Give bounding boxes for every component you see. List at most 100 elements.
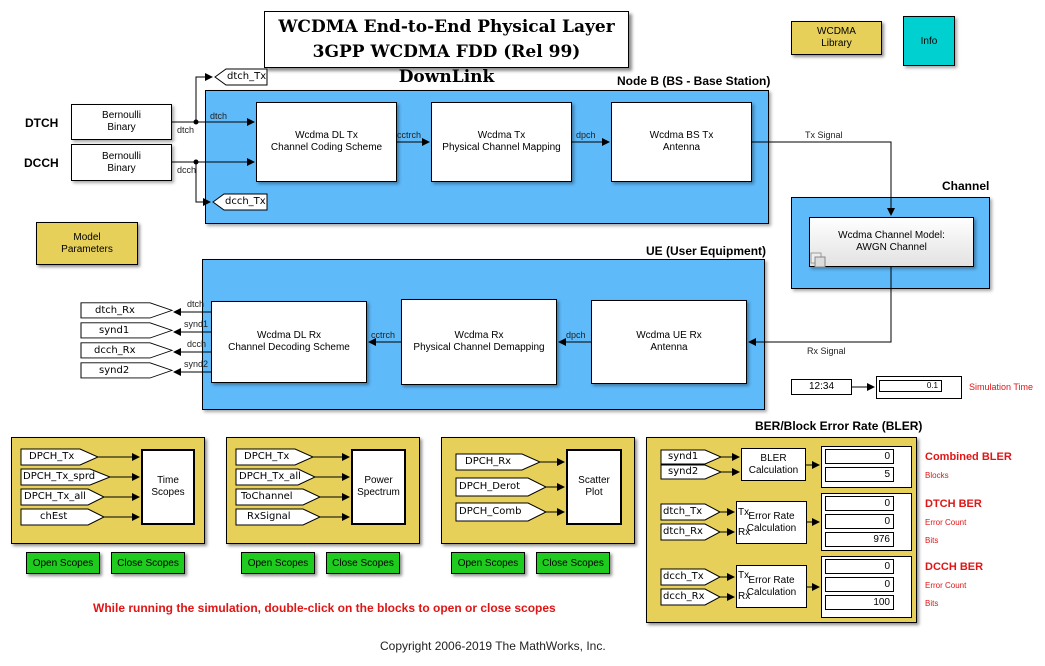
from-tag-label[interactable]: dcch_Rx	[663, 591, 705, 602]
bernoulli-binary-dtch[interactable]: Bernoulli Binary	[71, 104, 172, 140]
bernoulli-binary-dcch[interactable]: Bernoulli Binary	[71, 144, 172, 181]
rx-signal-label: Rx Signal	[807, 346, 846, 356]
ber-header: BER/Block Error Rate (BLER)	[755, 419, 923, 433]
dtch-ber-title: DTCH BER	[925, 498, 982, 510]
from-tag-label[interactable]: dtch_Tx	[663, 506, 703, 517]
bler-calculation-block[interactable]: BLER Calculation	[741, 448, 806, 481]
tx-signal-label: Tx Signal	[805, 130, 843, 140]
branch-point-dtch	[193, 119, 199, 125]
dcch-tx-goto-tag[interactable]	[212, 193, 268, 211]
dtch-ber-sublabel-error-count: Error Count	[925, 518, 967, 527]
combined-bler-title: Combined BLER	[925, 451, 1012, 463]
time-scopes-close-button[interactable]: Close Scopes	[111, 552, 185, 574]
ue-goto-tags	[80, 302, 174, 379]
from-tag-label[interactable]: dcch_Tx	[663, 571, 704, 582]
tx-physical-channel-mapping-block[interactable]: Wcdma Tx Physical Channel Mapping	[431, 102, 572, 182]
time-scopes-block[interactable]: Time Scopes	[141, 449, 195, 525]
node-b-dtch-port-label: dtch	[210, 111, 228, 121]
from-tag-label[interactable]: DPCH_Derot	[459, 481, 521, 492]
dpch-tx-label: dpch	[576, 130, 596, 140]
dtch-ber-value-2: 976	[825, 532, 894, 547]
ue-header: UE (User Equipment)	[646, 244, 767, 258]
from-tag-label[interactable]: DPCH_Tx_sprd	[23, 471, 96, 482]
branch-point-dcch	[193, 159, 199, 165]
dtch-ber-sublabel-bits: Bits	[925, 536, 939, 545]
dcch-error-rate-block[interactable]: Error Rate Calculation	[736, 565, 807, 608]
dtch-label: DTCH	[25, 116, 59, 130]
ue-out-synd2-label: synd2	[184, 359, 209, 369]
power-spectrum-block[interactable]: Power Spectrum	[351, 449, 406, 525]
from-tag-label[interactable]: DPCH_Tx_all	[24, 491, 86, 502]
from-tag-label[interactable]: synd2	[668, 466, 699, 477]
from-tag-label[interactable]: dtch_Rx	[663, 526, 703, 537]
synd2-goto-tag	[80, 362, 174, 379]
scatter-plot-open-button[interactable]: Open Scopes	[451, 552, 525, 574]
dcch-ber-sublabel-error-count: Error Count	[925, 581, 967, 590]
model-parameters-block[interactable]: Model Parameters	[36, 222, 138, 265]
title-line-1: WCDMA End-to-End Physical Layer	[278, 17, 615, 37]
dcch-ber-value-2: 100	[825, 595, 894, 610]
bs-tx-antenna-block[interactable]: Wcdma BS Tx Antenna	[611, 102, 752, 182]
synd1-goto-label[interactable]: synd1	[99, 325, 130, 336]
channel-header: Channel	[942, 179, 990, 193]
from-tag-label[interactable]: ToChannel	[241, 491, 293, 502]
dtch-tx-goto-tag[interactable]	[214, 68, 268, 86]
dl-tx-channel-coding-block[interactable]: Wcdma DL Tx Channel Coding Scheme	[256, 102, 397, 182]
wcdma-library-block[interactable]: WCDMA Library	[791, 21, 882, 55]
time-scopes-open-button[interactable]: Open Scopes	[26, 552, 100, 574]
dcch-ber-value-1: 0	[825, 577, 894, 592]
clock-block[interactable]: 12:34	[791, 379, 852, 395]
dl-rx-channel-decoding-block[interactable]: Wcdma DL Rx Channel Decoding Scheme	[211, 301, 367, 383]
reference-block-icon	[810, 252, 826, 268]
scatter-plot-block[interactable]: Scatter Plot	[566, 449, 622, 525]
dcch-ber-title: DCCH BER	[925, 561, 984, 573]
node-b-header: Node B (BS - Base Station)	[617, 74, 771, 88]
synd2-goto-label[interactable]: synd2	[99, 365, 130, 376]
dcch-rx-goto-label[interactable]: dcch_Rx	[94, 345, 136, 356]
dtch-rx-goto-tag	[80, 302, 174, 319]
dtch-tx-goto-label: dtch_Tx	[227, 71, 267, 82]
from-tag-label[interactable]: DPCH_Comb	[459, 506, 522, 517]
dtch-ber-value-0: 0	[825, 496, 894, 511]
cctrch-rx-label: cctrch	[371, 330, 396, 340]
from-tag-label[interactable]: DPCH_Tx	[244, 451, 290, 462]
info-block[interactable]: Info	[903, 16, 955, 66]
dcch-rx-port-label: Rx	[738, 591, 751, 602]
dcch-rx-goto-tag	[80, 342, 174, 359]
copyright-text: Copyright 2006-2019 The MathWorks, Inc.	[380, 639, 606, 653]
dtch-error-rate-block[interactable]: Error Rate Calculation	[736, 501, 807, 544]
awgn-channel-block[interactable]: Wcdma Channel Model: AWGN Channel	[809, 217, 974, 267]
synd1-goto-tag	[80, 322, 174, 339]
dcch-tx-goto-label: dcch_Tx	[225, 196, 266, 207]
from-tag-label[interactable]: DPCH_Tx_all	[239, 471, 301, 482]
scatter-plot-close-button[interactable]: Close Scopes	[536, 552, 610, 574]
dcch-label: DCCH	[24, 156, 59, 170]
dtch-rx-goto-label[interactable]: dtch_Rx	[95, 305, 135, 316]
model-title: WCDMA End-to-End Physical Layer 3GPP WCD…	[264, 11, 629, 87]
rx-physical-channel-demapping-block[interactable]: Wcdma Rx Physical Channel Demapping	[401, 299, 557, 385]
from-tag-label[interactable]: chEst	[40, 511, 68, 522]
ue-rx-antenna-block[interactable]: Wcdma UE Rx Antenna	[591, 300, 747, 384]
combined-bler-sublabel-blocks: Blocks	[925, 471, 949, 480]
power-spectrum-close-button[interactable]: Close Scopes	[326, 552, 400, 574]
ue-out-dtch-label: dtch	[187, 299, 205, 309]
cctrch-tx-label: cctrch	[397, 130, 422, 140]
dtch-ber-value-1: 0	[825, 514, 894, 529]
power-spectrum-open-button[interactable]: Open Scopes	[241, 552, 315, 574]
dcch-signal-label: dcch	[177, 165, 197, 175]
from-tag-label[interactable]: DPCH_Rx	[465, 456, 512, 467]
from-tag-label[interactable]: synd1	[668, 451, 699, 462]
dtch-rx-port-label: Rx	[738, 527, 751, 538]
dpch-rx-label: dpch	[566, 330, 586, 340]
ue-out-synd1-label: synd1	[184, 319, 209, 329]
dtch-signal-label: dtch	[177, 125, 195, 135]
from-tag-label[interactable]: RxSignal	[247, 511, 291, 522]
ue-out-dcch-label: dcch	[187, 339, 207, 349]
from-tag-label[interactable]: DPCH_Tx	[29, 451, 75, 462]
dtch-tx-port-label: Tx	[738, 507, 750, 518]
dcch-ber-sublabel-bits: Bits	[925, 599, 939, 608]
title-line-2: 3GPP WCDMA FDD (Rel 99) DownLink	[312, 42, 581, 87]
dcch-tx-port-label: Tx	[738, 570, 750, 581]
instruction-text: While running the simulation, double-cli…	[93, 601, 556, 615]
dcch-ber-value-0: 0	[825, 559, 894, 574]
